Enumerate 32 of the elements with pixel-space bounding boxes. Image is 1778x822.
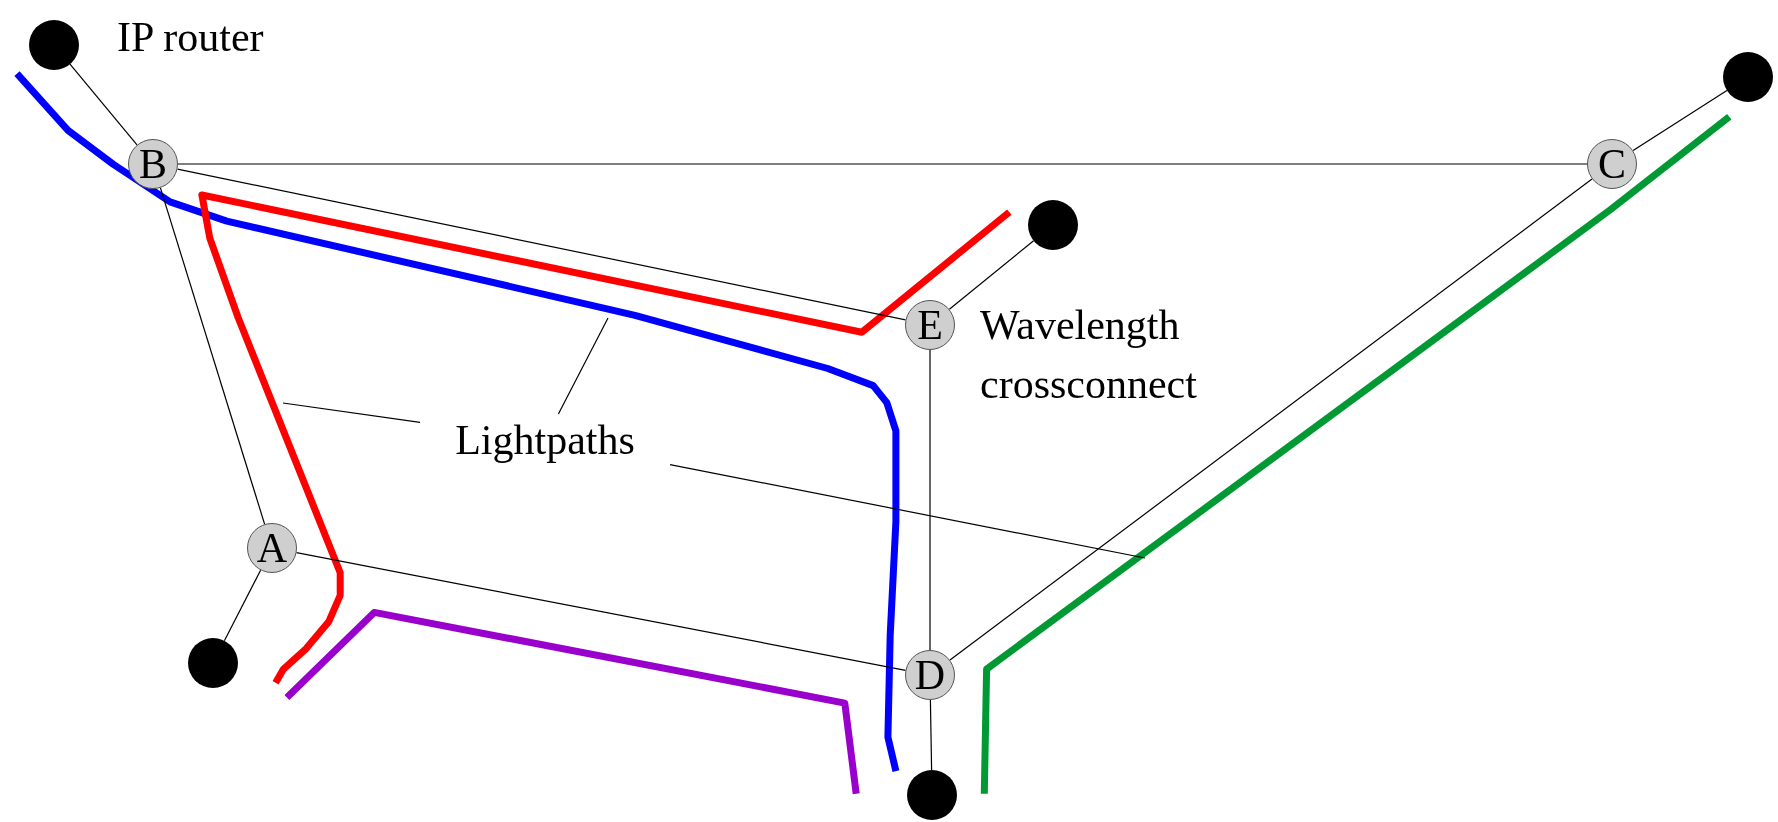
router-node (907, 770, 957, 820)
crossconnect-node (247, 523, 297, 573)
link-line (295, 552, 907, 671)
crossconnect-node (128, 139, 178, 189)
leader-line (669, 464, 1146, 559)
node-label: A (256, 527, 288, 569)
leader-line (282, 402, 421, 423)
router-node (188, 638, 238, 688)
link-line (929, 699, 933, 771)
router-node (29, 20, 79, 70)
router-node (1723, 52, 1773, 102)
node-label: D (914, 654, 946, 696)
link-line (949, 178, 1593, 661)
link-line (1632, 89, 1728, 152)
node-label: B (139, 143, 167, 185)
crossconnect-node (1587, 139, 1637, 189)
crossconnect-node (905, 300, 955, 350)
link-line (223, 569, 262, 642)
crossconnect-node (905, 650, 955, 700)
node-caption: Wavelength crossconnect (980, 301, 1198, 409)
node-label: E (917, 304, 943, 346)
node-label: C (1598, 143, 1626, 185)
link-line (929, 349, 931, 651)
node-caption: IP router (117, 13, 265, 62)
leader-line (557, 317, 609, 415)
link-line (948, 240, 1035, 310)
link-line (177, 163, 1588, 165)
link-line (176, 168, 907, 321)
router-node (1028, 200, 1078, 250)
link-line (69, 63, 138, 146)
link-line (159, 187, 266, 525)
callout-label: Lightpaths (420, 414, 670, 466)
